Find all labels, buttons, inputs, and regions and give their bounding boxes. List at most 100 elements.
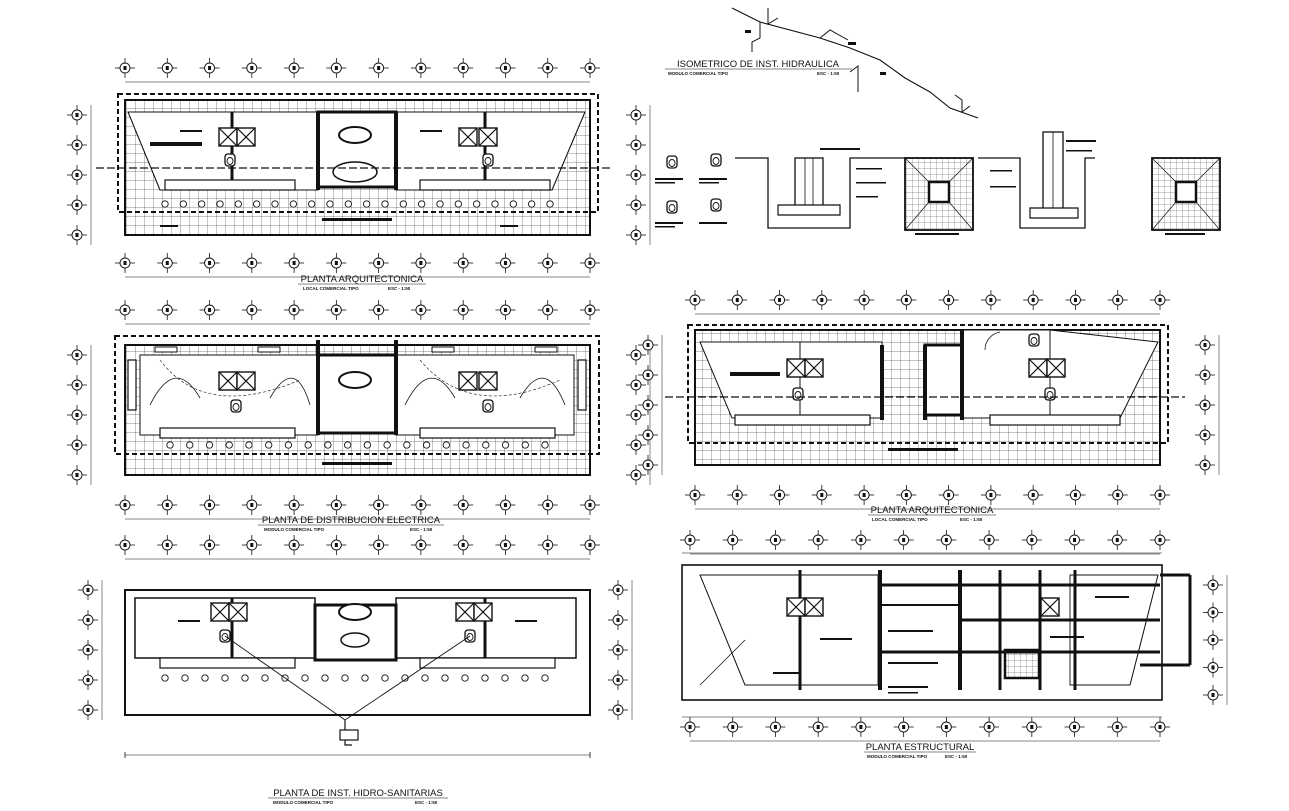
axis-marker	[77, 579, 99, 601]
axis-marker	[637, 334, 659, 356]
axis-marker	[978, 716, 1000, 738]
column	[381, 200, 389, 208]
column	[234, 200, 242, 208]
axis-marker	[1149, 716, 1171, 738]
axis-marker	[637, 424, 659, 446]
subtitle-arq1: LOCAL COMERCIAL TIPO	[303, 286, 359, 291]
structural-plan	[679, 529, 1228, 742]
axis-marker	[935, 716, 957, 738]
axis-marker	[325, 494, 347, 516]
axis-marker	[452, 252, 474, 274]
axis-marker	[156, 57, 178, 79]
axis-marker	[452, 494, 474, 516]
axis-marker	[66, 434, 88, 456]
axis-marker	[726, 484, 748, 506]
axis-marker	[807, 529, 829, 551]
column	[343, 441, 352, 449]
axis-marker	[494, 534, 516, 556]
axis-marker	[410, 299, 432, 321]
axis-marker	[1064, 529, 1086, 551]
column	[179, 200, 187, 208]
axis-markers	[114, 252, 601, 278]
axis-markers	[114, 534, 601, 560]
axis-marker	[625, 164, 647, 186]
title-hidro: PLANTA DE INST. HIDRO-SANITARIAS	[273, 788, 443, 799]
column	[181, 674, 189, 682]
axis-marker	[368, 252, 390, 274]
axis-marker	[537, 494, 559, 516]
axis-marker	[368, 299, 390, 321]
axis-marker	[1194, 454, 1216, 476]
axis-marker	[241, 534, 263, 556]
axis-markers	[114, 494, 601, 520]
axis-markers	[114, 299, 601, 325]
axis-marker	[66, 164, 88, 186]
axis-marker	[1202, 574, 1224, 596]
axis-marker	[283, 534, 305, 556]
column	[161, 200, 169, 208]
column	[541, 441, 549, 449]
axis-marker	[1107, 289, 1129, 311]
axis-marker	[494, 299, 516, 321]
axis-marker	[607, 609, 629, 631]
axis-marker	[607, 639, 629, 661]
axis-marker	[494, 252, 516, 274]
axis-marker	[410, 57, 432, 79]
column	[546, 200, 554, 208]
axis-marker	[579, 57, 601, 79]
column	[521, 674, 529, 682]
axis-marker	[722, 716, 744, 738]
axis-marker	[77, 669, 99, 691]
axis-marker	[769, 289, 791, 311]
axis-marker	[1107, 484, 1129, 506]
hydro-sanitary-plan	[77, 534, 633, 758]
column	[341, 674, 349, 682]
axis-marker	[1194, 364, 1216, 386]
axis-marker	[980, 484, 1002, 506]
scale-elec: ESC - 1:50	[410, 527, 433, 532]
axis-markers	[1202, 574, 1228, 706]
subtitle-hidro: MODULO COMERCIAL TIPO	[273, 800, 334, 805]
axis-marker	[938, 484, 960, 506]
axis-marker	[625, 104, 647, 126]
column	[363, 200, 371, 208]
column	[301, 674, 309, 682]
axis-marker	[1021, 529, 1043, 551]
column	[225, 441, 233, 449]
scale-arq2: ESC - 1:50	[960, 517, 983, 522]
axis-marker	[1106, 529, 1128, 551]
column	[541, 674, 549, 682]
axis-marker	[1194, 334, 1216, 356]
axis-marker	[938, 289, 960, 311]
axis-marker	[241, 299, 263, 321]
axis-marker	[679, 529, 701, 551]
column	[166, 441, 174, 449]
axis-marker	[579, 299, 601, 321]
column	[271, 200, 279, 208]
axis-marker	[895, 484, 917, 506]
column	[289, 200, 297, 208]
column	[422, 441, 431, 449]
architectural-plan-2	[637, 289, 1220, 510]
axis-marker	[637, 454, 659, 476]
axis-marker	[625, 434, 647, 456]
axis-marker	[156, 534, 178, 556]
column	[403, 441, 411, 449]
axis-marker	[156, 494, 178, 516]
axis-marker	[77, 699, 99, 721]
axis-marker	[77, 639, 99, 661]
axis-marker	[726, 289, 748, 311]
subtitle-arq2: LOCAL COMERCIAL TIPO	[872, 517, 928, 522]
axis-markers	[679, 716, 1171, 742]
construction-details	[655, 131, 1221, 235]
title-iso: ISOMETRICO DE INST. HIDRAULICA	[677, 59, 840, 70]
axis-markers	[684, 289, 1171, 315]
axis-marker	[325, 534, 347, 556]
axis-marker	[325, 299, 347, 321]
axis-markers	[77, 579, 103, 721]
axis-marker	[684, 484, 706, 506]
subtitle-elec: MODULO COMERCIAL TIPO	[264, 527, 325, 532]
axis-markers	[607, 579, 633, 721]
axis-marker	[607, 669, 629, 691]
axis-marker	[625, 404, 647, 426]
